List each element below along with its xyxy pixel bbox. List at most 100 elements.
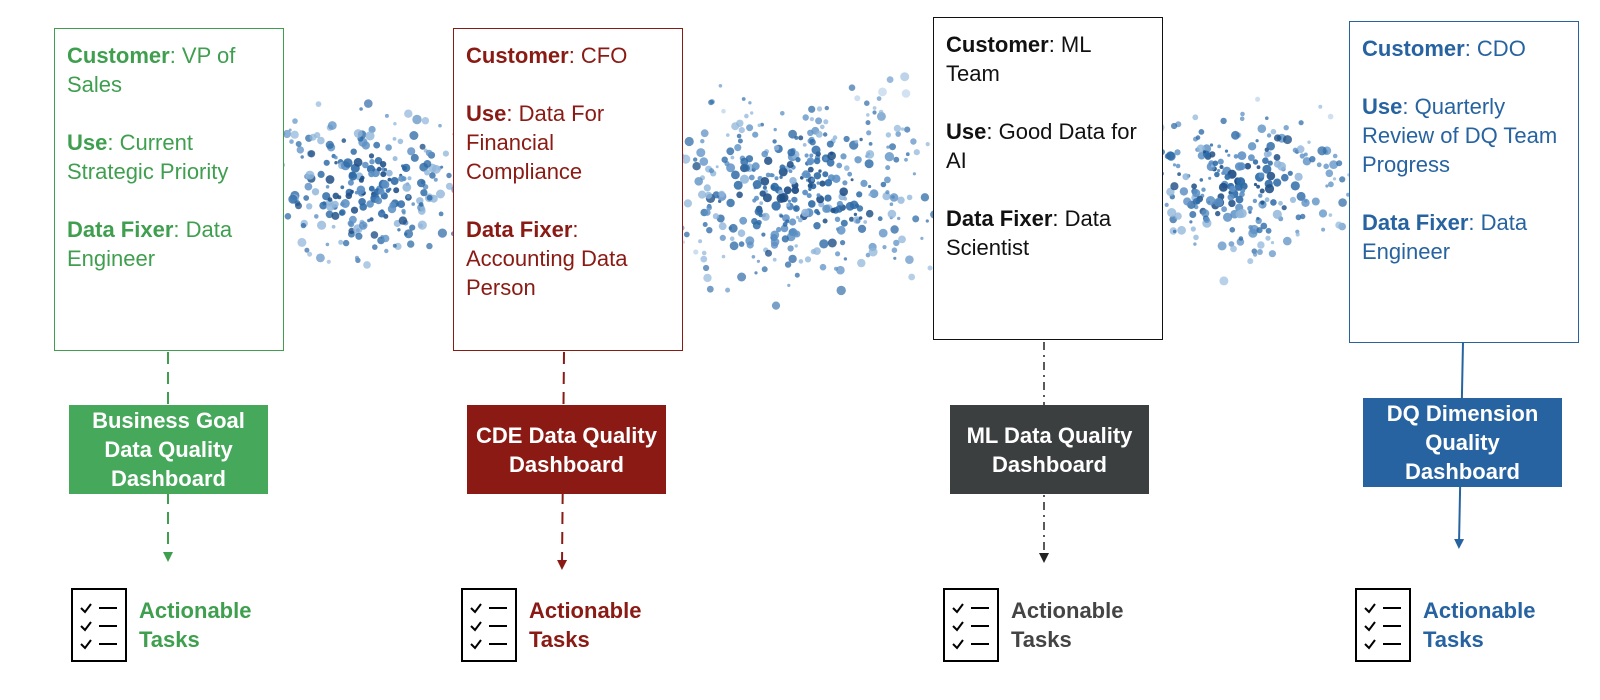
background-dot — [834, 266, 838, 271]
background-dot — [752, 180, 762, 189]
background-dot — [1277, 161, 1286, 171]
background-dot — [718, 190, 725, 198]
background-dot — [1240, 111, 1245, 117]
background-dot — [1233, 154, 1239, 159]
background-dot — [1239, 116, 1245, 122]
background-dot — [757, 123, 762, 128]
background-dot — [772, 139, 777, 144]
background-dot — [1302, 157, 1312, 166]
background-dot — [1258, 204, 1262, 208]
background-dot — [404, 229, 414, 239]
background-dot — [1264, 197, 1270, 203]
background-dot — [708, 168, 715, 174]
background-dot — [1209, 151, 1216, 158]
actionable-tasks-label: Actionable Tasks — [1423, 598, 1536, 652]
background-dot — [331, 224, 336, 229]
background-dot — [832, 135, 838, 140]
background-dot — [765, 172, 771, 178]
background-dot — [877, 216, 883, 222]
background-dot — [1287, 170, 1293, 176]
background-dot — [1201, 187, 1206, 192]
background-dot — [898, 235, 906, 244]
checklist-icon — [1355, 588, 1411, 662]
background-dot — [374, 157, 383, 165]
background-dot — [868, 247, 878, 257]
background-dot — [1247, 142, 1257, 151]
background-dot — [317, 136, 325, 145]
background-dot — [779, 164, 786, 171]
background-dot — [781, 235, 789, 243]
background-dot — [843, 135, 850, 143]
actionable-tasks-1: Actionable Tasks — [71, 588, 269, 662]
background-dot — [704, 209, 711, 216]
background-dot — [366, 165, 376, 174]
background-dot — [789, 218, 797, 226]
background-dot — [694, 177, 703, 186]
background-dot — [1267, 160, 1273, 166]
background-dot — [407, 176, 412, 181]
background-dot — [1339, 176, 1346, 183]
background-dot — [307, 150, 316, 158]
background-dot — [1192, 114, 1199, 121]
background-dot — [392, 137, 397, 141]
background-dot — [398, 175, 405, 182]
background-dot — [368, 153, 375, 159]
background-dot — [872, 110, 877, 115]
background-dot — [759, 201, 764, 206]
background-dot — [1220, 117, 1227, 125]
background-dot — [824, 105, 829, 111]
background-dot — [1227, 193, 1235, 201]
background-dot — [1256, 249, 1263, 255]
background-dot — [866, 130, 872, 136]
background-dot — [729, 236, 735, 241]
background-dot — [1224, 174, 1231, 180]
background-dot — [746, 124, 754, 132]
background-dot — [407, 147, 416, 156]
background-dot — [1171, 122, 1178, 130]
background-dot — [1217, 144, 1222, 149]
background-dot — [1217, 241, 1227, 251]
background-dot — [761, 150, 768, 158]
background-dot — [438, 123, 442, 128]
background-dot — [886, 145, 890, 149]
background-dot — [703, 264, 710, 272]
background-dot — [776, 226, 782, 233]
background-dot — [1193, 234, 1199, 241]
background-dot — [739, 174, 750, 184]
background-dot — [417, 220, 427, 230]
background-dot — [718, 84, 723, 88]
background-dot — [290, 130, 299, 139]
background-dot — [1205, 152, 1211, 158]
background-dot — [393, 122, 397, 126]
background-dot — [891, 247, 898, 253]
background-dot — [734, 144, 742, 152]
background-dot — [910, 138, 917, 145]
background-dot — [823, 156, 828, 161]
background-dot — [865, 150, 875, 159]
background-dot — [900, 72, 910, 82]
background-dot — [1270, 128, 1277, 135]
background-dot — [317, 170, 325, 178]
background-dot — [1262, 157, 1269, 164]
background-dot — [426, 194, 433, 201]
background-dot — [897, 196, 905, 204]
background-dot — [1191, 183, 1197, 190]
background-dot — [836, 227, 840, 231]
background-dot — [809, 117, 815, 122]
background-dot — [706, 285, 714, 293]
background-dot — [1283, 125, 1289, 131]
background-dot — [375, 197, 383, 205]
background-dot — [356, 185, 366, 195]
background-dot — [1294, 172, 1303, 181]
background-dot — [353, 129, 363, 138]
background-dot — [368, 185, 375, 192]
background-dot — [385, 169, 393, 177]
background-dot — [349, 215, 357, 224]
background-dot — [836, 285, 846, 296]
background-dot — [773, 127, 777, 132]
background-dot — [808, 105, 816, 113]
background-dot — [333, 155, 338, 160]
background-dot — [822, 218, 828, 224]
background-dot — [411, 202, 416, 206]
background-dot — [361, 141, 370, 150]
